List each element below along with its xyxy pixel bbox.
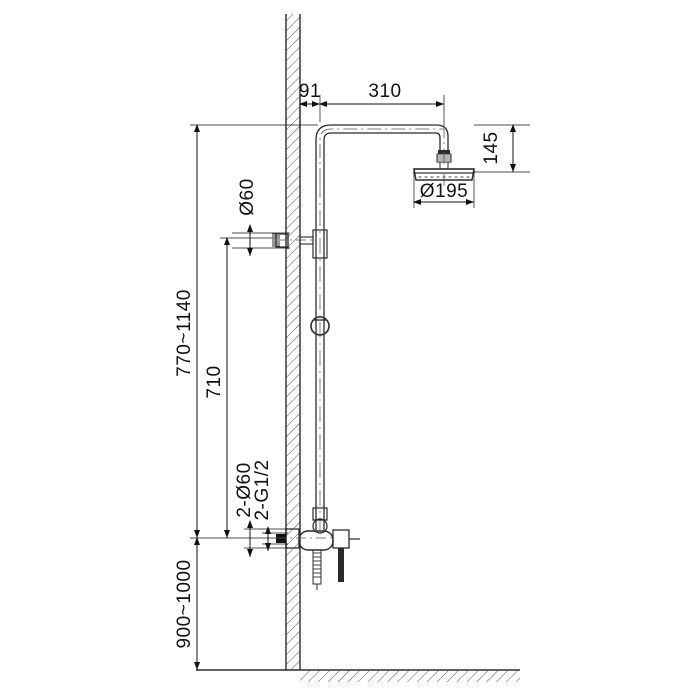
dimension-head-diameter: Ø195 <box>413 172 475 208</box>
dim-label-diameter-195: Ø195 <box>420 181 468 202</box>
shower-head <box>413 150 475 188</box>
dimension-lower-outlets: 2-Ø60 <box>234 462 288 557</box>
dimension-riser-length: 710 <box>204 237 276 538</box>
wall <box>285 14 301 670</box>
dimension-head-height: 145 <box>474 124 530 173</box>
dim-label-145: 145 <box>481 131 502 164</box>
dimension-upper-outlet-diameter: Ø60 <box>232 178 290 256</box>
dim-label-710: 710 <box>204 365 225 398</box>
dim-label-310: 310 <box>368 81 401 102</box>
dim-label-2-diameter-60: 2-Ø60 <box>234 462 255 517</box>
riser-pipe <box>315 182 325 530</box>
dim-label-91: 91 <box>299 81 321 102</box>
dim-label-diameter-60: Ø60 <box>237 178 258 215</box>
dimension-arm-reach: 310 <box>319 81 445 126</box>
dimension-overall-upper: 770~1140 <box>174 124 318 539</box>
mixer-valve <box>276 507 360 590</box>
floor <box>196 669 520 682</box>
dim-label-2-g12: 2-G1/2 <box>252 459 273 520</box>
dim-label-770-1140: 770~1140 <box>174 289 195 377</box>
dimension-wall-to-riser: 91 <box>299 81 321 128</box>
upper-wall-outlet <box>272 229 328 259</box>
dimension-valve-height: 900~1000 <box>174 537 200 670</box>
hand-shower-slider-ring <box>310 316 330 336</box>
dimension-lower-thread: 2-G1/2 <box>252 459 288 551</box>
dim-label-900-1000: 900~1000 <box>174 559 195 648</box>
shower-arm <box>315 124 449 182</box>
